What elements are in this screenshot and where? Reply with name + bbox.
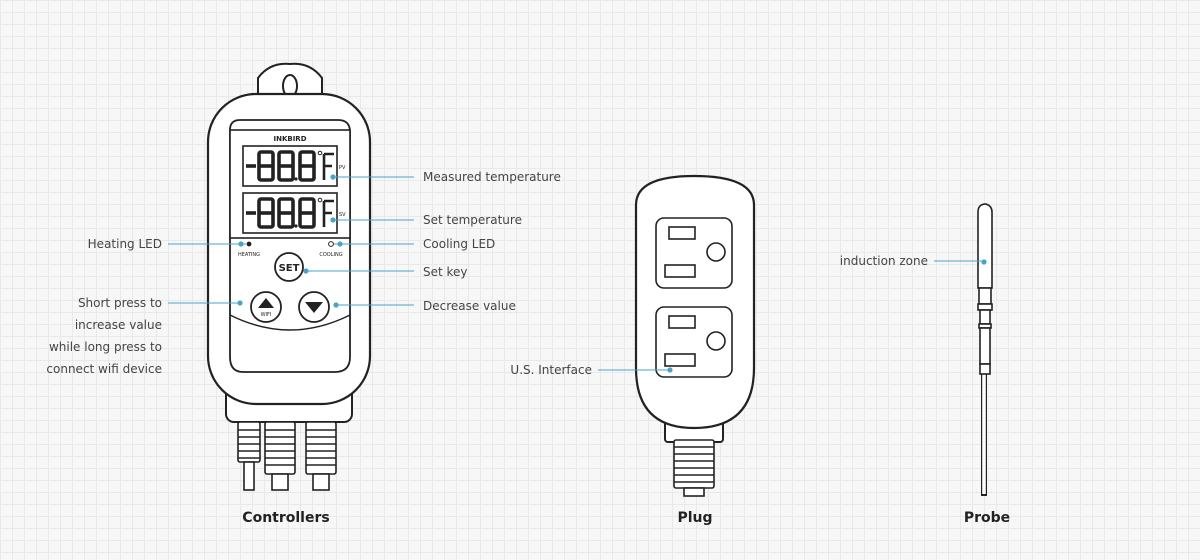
outlet-2: [655, 306, 733, 378]
pv-digits: [246, 150, 334, 182]
set-button[interactable]: SET: [274, 252, 304, 282]
increase-value-label-line4: connect wifi device: [46, 362, 162, 376]
probe-callout-dot: [981, 259, 987, 265]
plug-device: [634, 174, 756, 497]
controller-callout-lines: [168, 176, 414, 306]
us-interface-label: U.S. Interface: [510, 363, 592, 377]
wifi-tag: WIFI: [261, 312, 272, 318]
controller-cables: [237, 421, 337, 491]
sv-tag: SV: [339, 212, 346, 218]
heating-led: [246, 241, 252, 247]
pv-tag: PV: [339, 165, 346, 171]
cooling-led-label: Cooling LED: [423, 237, 496, 251]
increase-value-label-line1: Short press to: [77, 296, 162, 310]
induction-zone-label: induction zone: [839, 254, 928, 268]
plug-body: [634, 174, 756, 430]
set-key-label: Set key: [423, 265, 468, 279]
heating-led-label: Heating LED: [87, 237, 162, 251]
sv-digits: [246, 197, 334, 229]
keypad-divider: [229, 314, 351, 331]
up-arrow-icon: [258, 298, 274, 308]
down-arrow-icon: [305, 302, 323, 313]
probe-device: [977, 203, 993, 496]
brand-logo: INKBIRD: [273, 135, 306, 143]
plug-callout-dot: [667, 367, 673, 373]
cooling-tag: COOLING: [319, 252, 342, 258]
increase-value-label-line3: while long press to: [48, 340, 162, 354]
probe-caption: Probe: [963, 510, 1011, 526]
set-button-label: SET: [279, 263, 300, 274]
plug-cord: [673, 439, 715, 497]
plug-caption: Plug: [677, 510, 713, 526]
decrease-value-label: Decrease value: [423, 299, 516, 313]
heating-tag: HEATING: [238, 252, 260, 258]
set-temperature-label: Set temperature: [423, 213, 522, 227]
controller-callout-dots: [237, 174, 343, 308]
controllers-caption: Controllers: [242, 510, 330, 526]
decrease-button[interactable]: [298, 291, 330, 323]
outlet-1: [655, 217, 733, 289]
cooling-led: [328, 241, 334, 247]
increase-value-label-line2: increase value: [74, 318, 162, 332]
measured-temperature-label: Measured temperature: [423, 170, 561, 184]
increase-button[interactable]: WIFI: [250, 291, 282, 323]
